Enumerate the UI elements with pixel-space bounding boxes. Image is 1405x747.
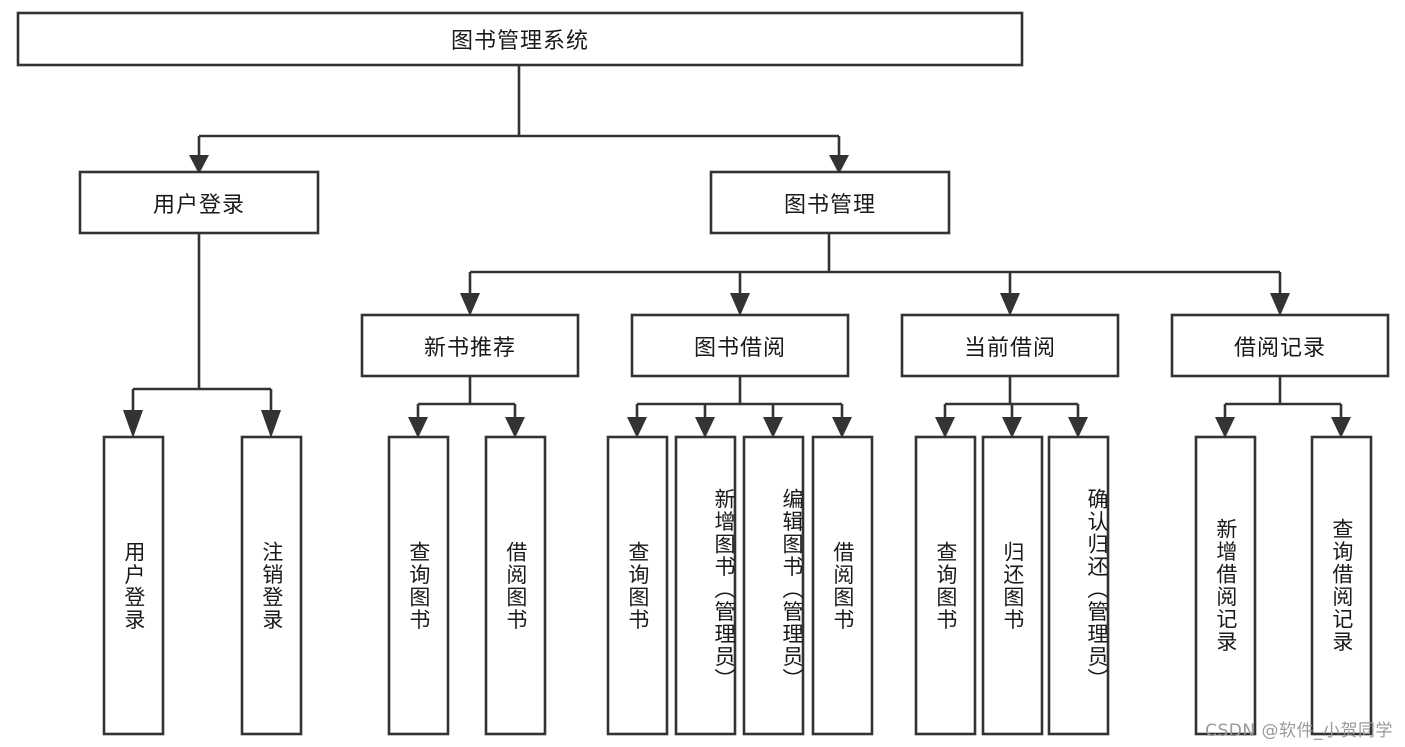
arrowhead-icon — [832, 417, 852, 438]
node-root[interactable] — [16, 11, 1024, 67]
connector-group — [131, 66, 1343, 418]
node-user-login[interactable] — [78, 170, 320, 235]
node-leaf-add-book[interactable] — [674, 435, 737, 736]
node-box-group — [16, 11, 1390, 736]
node-leaf-user-login[interactable] — [102, 435, 165, 736]
arrowhead-icon — [261, 410, 281, 438]
node-leaf-confirm-return[interactable] — [1047, 435, 1110, 736]
node-leaf-query-record[interactable] — [1310, 435, 1373, 736]
node-book-management[interactable] — [709, 170, 951, 235]
node-leaf-return-book[interactable] — [981, 435, 1044, 736]
connector-currentborrow-to-leaves — [943, 376, 1080, 418]
watermark-text: CSDN @软件_小贺同学 — [1205, 721, 1393, 741]
connector-root-to-level2 — [197, 66, 841, 156]
arrowhead-icon — [935, 417, 955, 438]
arrowhead-icon — [829, 155, 849, 174]
node-leaf-borrow-book-2[interactable] — [811, 435, 874, 736]
connector-newbook-to-leaves — [416, 376, 517, 418]
arrowhead-icon — [408, 417, 428, 438]
arrowhead-icon — [1270, 293, 1290, 316]
arrowhead-icon — [1000, 293, 1020, 316]
node-leaf-logout[interactable] — [240, 435, 303, 736]
connector-userlogin-to-leaves — [131, 234, 273, 411]
connector-bookmgmt-to-level3 — [468, 234, 1282, 294]
node-leaf-borrow-book-1[interactable] — [484, 435, 547, 736]
node-leaf-add-record[interactable] — [1194, 435, 1257, 736]
arrowhead-icon — [730, 293, 750, 316]
arrowhead-icon — [123, 410, 143, 438]
node-leaf-query-book-1[interactable] — [387, 435, 450, 736]
node-leaf-query-book-2[interactable] — [606, 435, 669, 736]
node-current-borrow[interactable] — [900, 313, 1120, 378]
node-leaf-edit-book[interactable] — [742, 435, 805, 736]
arrowhead-icon — [1331, 417, 1351, 438]
arrowhead-icon — [763, 417, 783, 438]
arrowhead-icon — [460, 293, 480, 316]
connector-bookborrow-to-leaves — [635, 376, 844, 418]
arrowhead-icon — [695, 417, 715, 438]
arrowhead-icon — [1215, 417, 1235, 438]
node-book-borrow[interactable] — [630, 313, 850, 378]
arrowhead-icon — [189, 155, 209, 174]
arrowhead-group — [123, 155, 1351, 438]
node-leaf-query-book-3[interactable] — [914, 435, 977, 736]
node-new-book-recommend[interactable] — [360, 313, 580, 378]
arrowhead-icon — [505, 417, 525, 438]
node-borrow-record[interactable] — [1170, 313, 1390, 378]
arrowhead-icon — [1002, 417, 1022, 438]
connector-borrowrecord-to-leaves — [1223, 376, 1343, 418]
arrowhead-icon — [1068, 417, 1088, 438]
arrowhead-icon — [627, 417, 647, 438]
